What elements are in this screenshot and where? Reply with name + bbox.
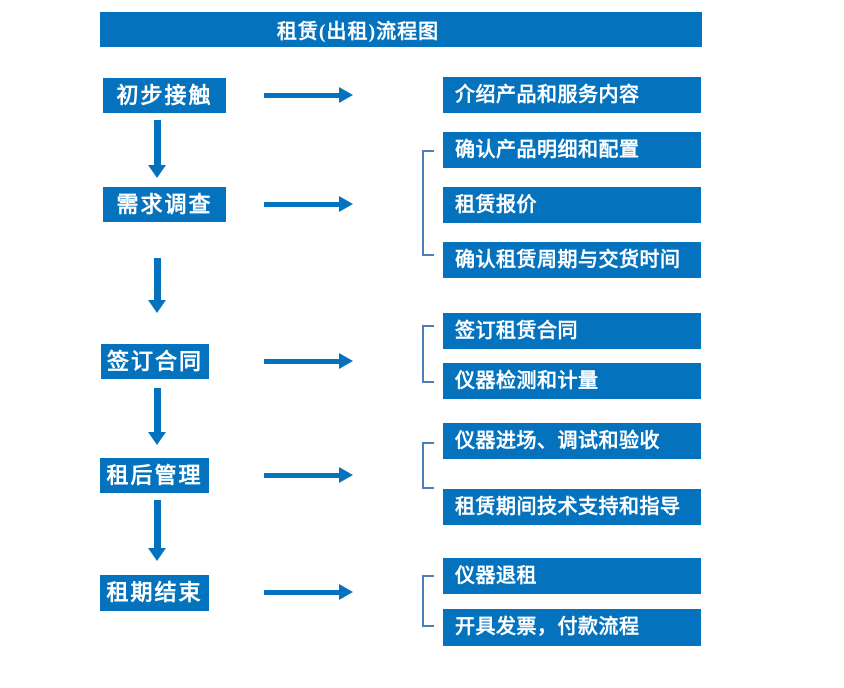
stage-box-sign-contract: 签订合同 (101, 344, 209, 379)
arrow-stem (264, 359, 340, 364)
detail-box-confirm-product-details: 确认产品明细和配置 (443, 132, 701, 168)
detail-box-introduce-products: 介绍产品和服务内容 (443, 77, 701, 113)
arrow-head (339, 467, 353, 483)
flow-arrow-right (264, 584, 353, 601)
arrow-head (339, 584, 353, 600)
detail-box-instrument-return: 仪器退租 (443, 558, 701, 594)
flow-arrow-down (148, 500, 166, 561)
arrow-head (339, 87, 353, 103)
arrow-stem (264, 93, 340, 98)
arrow-stem (264, 473, 340, 478)
arrow-head (339, 196, 353, 212)
flow-arrow-right (264, 467, 353, 484)
detail-box-confirm-rental-period: 确认租赁周期与交货时间 (443, 242, 701, 278)
flow-arrow-right (264, 87, 353, 104)
detail-box-technical-support: 租赁期间技术支持和指导 (443, 489, 701, 525)
stage-box-demand-survey: 需求调查 (103, 187, 226, 222)
stage-box-initial-contact: 初步接触 (103, 78, 226, 113)
arrow-stem (153, 500, 161, 548)
arrow-head (148, 548, 166, 561)
flow-arrow-right (264, 353, 353, 370)
group-bracket (422, 575, 434, 627)
detail-box-rental-quotation: 租赁报价 (443, 187, 701, 223)
flow-arrow-down (148, 120, 166, 178)
detail-box-sign-rental-contract: 签订租赁合同 (443, 313, 701, 349)
flow-arrow-right (264, 196, 353, 213)
arrow-head (148, 300, 166, 313)
page-title: 租赁(出租)流程图 (276, 21, 440, 43)
flow-arrow-down (148, 388, 166, 445)
group-bracket (422, 150, 434, 256)
detail-box-instrument-setup: 仪器进场、调试和验收 (443, 423, 701, 459)
flowchart-title-bar: 租赁(出租)流程图 (100, 12, 702, 47)
detail-box-instrument-testing: 仪器检测和计量 (443, 363, 701, 399)
arrow-head (339, 353, 353, 369)
arrow-head (148, 165, 166, 178)
arrow-head (148, 432, 166, 445)
arrow-stem (153, 388, 161, 432)
arrow-stem (153, 120, 161, 165)
stage-box-post-rental-management: 租后管理 (100, 458, 209, 493)
detail-box-invoice-payment: 开具发票，付款流程 (443, 609, 701, 646)
stage-box-lease-end: 租期结束 (100, 575, 209, 611)
arrow-stem (153, 258, 161, 300)
flow-arrow-down (148, 258, 166, 313)
arrow-stem (264, 590, 340, 595)
arrow-stem (264, 202, 340, 207)
group-bracket (422, 442, 434, 489)
group-bracket (422, 325, 434, 383)
